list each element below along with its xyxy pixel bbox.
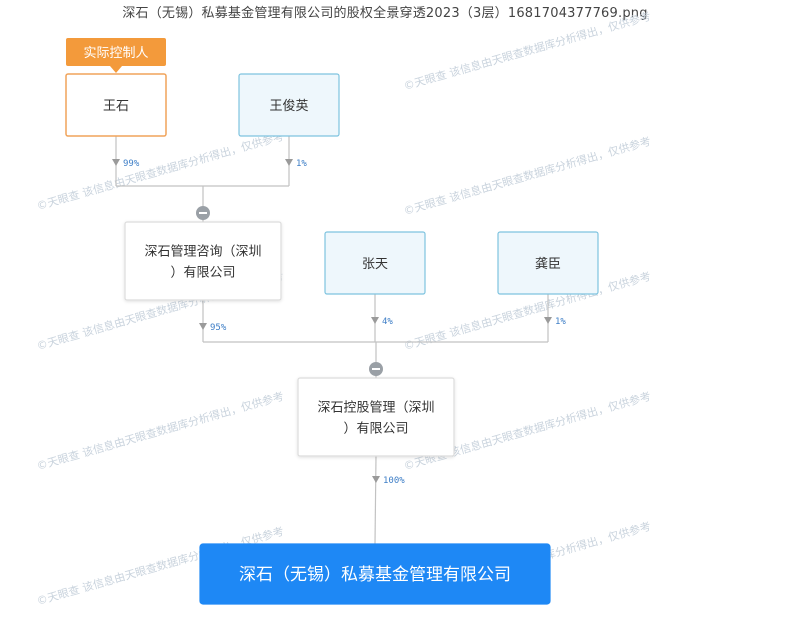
edge-arrow [112,159,120,166]
controller-badge-pointer [110,66,122,73]
controller-badge-label: 实际控制人 [83,46,148,61]
node-wangshi[interactable]: 王石 [65,73,167,137]
watermark-text: ©天眼查 该信息由天眼查数据库分析得出，仅供参考 [402,9,652,93]
node-box[interactable] [65,73,167,137]
controller-badge-bg [66,38,166,66]
collapse-icon-minus [372,368,380,370]
node-label-line: 深石（无锡）私募基金管理有限公司 [239,565,511,585]
node-label: 龚臣 [535,257,561,272]
node-label-line: ）有限公司 [170,266,235,281]
edge-percent: 95% [210,323,227,333]
node-label-line: 张天 [362,257,388,272]
node-target[interactable]: 深石（无锡）私募基金管理有限公司 [199,543,551,605]
node-shenshi-holding[interactable]: 深石控股管理（深圳 ）有限公司 [297,377,455,457]
edge-percent: 4% [382,317,393,327]
node-wangjunying[interactable]: 王俊英 [238,73,340,137]
node-box[interactable] [199,543,551,605]
page-title: 深石（无锡）私募基金管理有限公司的股权全景穿透2023（3层）168170437… [122,6,648,21]
node-label-line: 龚臣 [535,257,561,272]
node-box[interactable] [238,73,340,137]
controller-badge: 实际控制人 [66,38,166,73]
edge-arrow [199,323,207,330]
node-label-line: ）有限公司 [343,422,408,437]
node-label: 深石（无锡）私募基金管理有限公司 [239,565,511,585]
edge-arrow [285,159,293,166]
node-label: 深石管理咨询（深圳 ）有限公司 [144,245,261,281]
node-zhangtian[interactable]: 张天 [324,231,426,295]
edge-arrow [371,317,379,324]
edge-percent: 100% [383,476,405,486]
node-label-line: 深石管理咨询（深圳 [144,245,261,260]
node-gongchen[interactable]: 龚臣 [497,231,599,295]
node-label-line: 深石控股管理（深圳 [317,401,434,416]
node-label: 张天 [362,257,388,272]
watermark-text: ©天眼查 该信息由天眼查数据库分析得出，仅供参考 [402,134,652,218]
node-box[interactable] [124,221,282,301]
node-label: 深石控股管理（深圳 ）有限公司 [317,401,434,437]
connector-marks: 99% 1% 95% 4% 1% 100% [112,159,566,486]
node-label-line: 王石 [103,99,129,114]
collapse-icon-minus [199,212,207,214]
node-box[interactable] [297,377,455,457]
edge-percent: 1% [555,317,566,327]
edge-line [374,455,377,545]
node-label: 王石 [103,99,129,114]
edge-percent: 99% [123,159,140,169]
watermark-text: ©天眼查 该信息由天眼查数据库分析得出，仅供参考 [35,129,285,213]
edge-arrow [372,476,380,483]
watermark-text: ©天眼查 该信息由天眼查数据库分析得出，仅供参考 [35,389,285,473]
node-label: 王俊英 [269,99,308,114]
connector-lines [115,136,549,545]
node-label-line: 王俊英 [269,99,308,114]
node-shenshi-consult[interactable]: 深石管理咨询（深圳 ）有限公司 [124,221,282,301]
node-box[interactable] [324,231,426,295]
node-box[interactable] [497,231,599,295]
edge-arrow [544,317,552,324]
edge-percent: 1% [296,159,307,169]
